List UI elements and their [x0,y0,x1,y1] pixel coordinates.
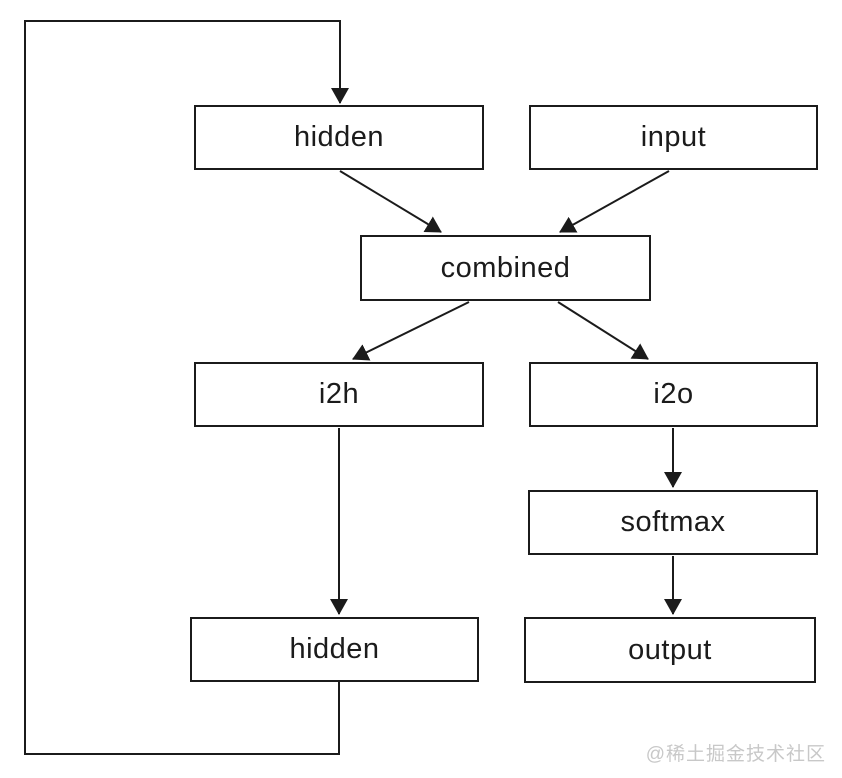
node-hidden-bottom-label: hidden [289,633,380,665]
edge-combined-to-i2o [557,301,649,360]
node-i2h: i2h [194,362,484,427]
node-input-label: input [640,121,707,153]
node-i2h-label: i2h [318,378,360,410]
node-hidden-bottom: hidden [190,617,479,682]
edge-combined-to-i2h [352,301,470,361]
node-softmax-label: softmax [620,506,726,538]
edge-input-to-combined [559,170,670,233]
node-combined-label: combined [440,251,571,284]
node-softmax: softmax [528,490,818,555]
edge-hidden-to-combined [339,170,442,233]
node-input: input [529,105,818,170]
node-output: output [524,617,816,683]
node-output-label: output [628,633,712,666]
watermark: @稀土掘金技术社区 [645,744,826,765]
edge-feedback-loop [24,20,349,755]
node-combined: combined [360,235,651,301]
node-i2o: i2o [529,362,818,427]
node-hidden-top: hidden [194,105,484,170]
node-hidden-top-label: hidden [293,121,385,153]
node-i2o-label: i2o [653,378,694,410]
